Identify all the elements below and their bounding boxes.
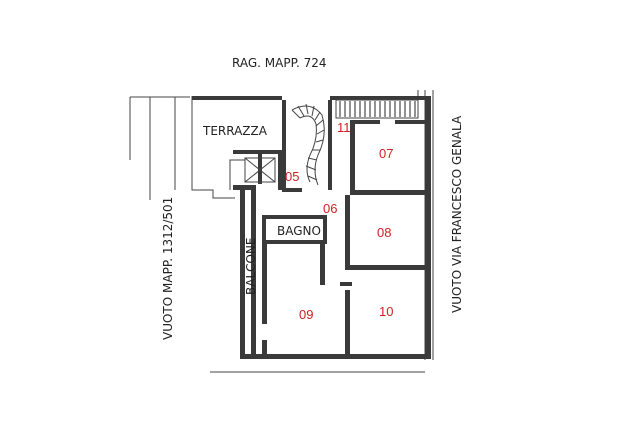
outer-walls [192, 96, 431, 359]
right-label: VUOTO VIA FRANCESCO GENALA [450, 115, 464, 313]
room-11-label: 11 [337, 120, 351, 135]
terrazza-label: TERRAZZA [202, 124, 268, 138]
room-07-label: 07 [379, 146, 393, 161]
room-05-label: 05 [285, 169, 299, 184]
balcone-label: BALCONE [244, 237, 258, 295]
room-08-label: 08 [377, 225, 391, 240]
room-09-label: 09 [299, 307, 313, 322]
top-label: RAG. MAPP. 724 [232, 56, 326, 70]
left-label: VUOTO MAPP. 1312/501 [161, 197, 175, 340]
room-06-label: 06 [323, 201, 337, 216]
staircase [291, 103, 325, 186]
interior-walls [233, 100, 430, 359]
room-10-label: 10 [379, 304, 393, 319]
bagno-label: BAGNO [277, 224, 321, 238]
terrace [191, 96, 278, 199]
room-11-stairs [335, 99, 419, 119]
